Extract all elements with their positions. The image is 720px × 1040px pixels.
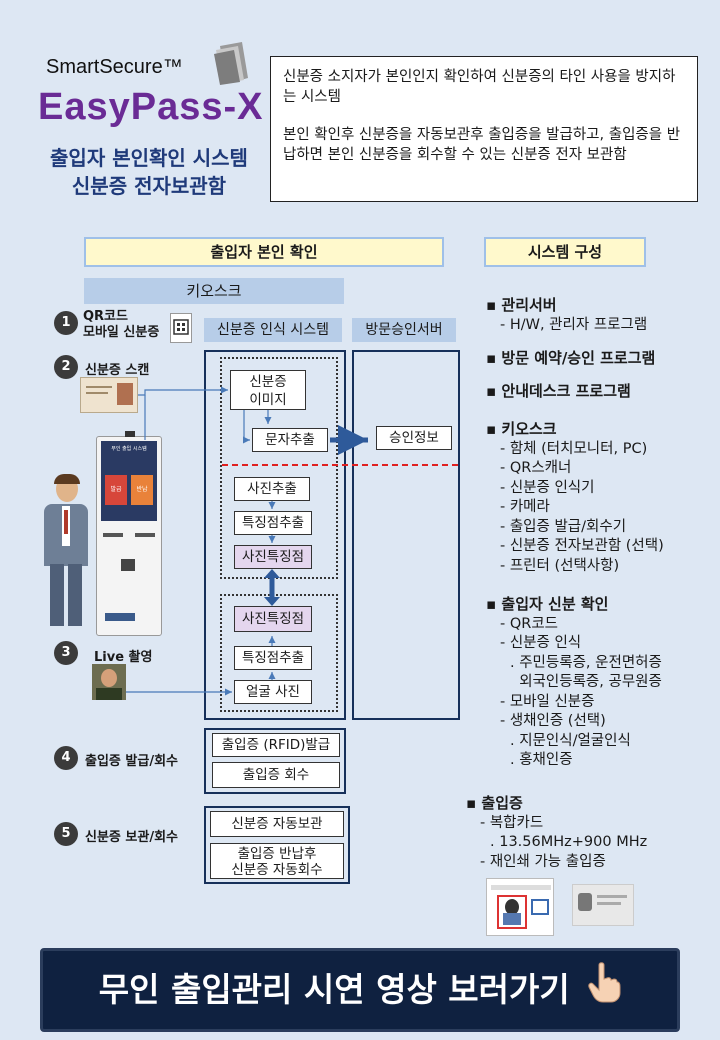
verify-item: . 홍채인증 — [510, 752, 573, 768]
verify-item: 외국인등록증, 공무원증 — [510, 674, 662, 690]
document-stack-icon — [212, 40, 252, 86]
description-para-1: 신분증 소지자가 본인인지 확인하여 신분증의 타인 사용을 방지하는 시스템 — [283, 69, 676, 105]
step-3-label: Live 촬영 — [94, 650, 153, 665]
face-photo-image — [92, 664, 126, 700]
desk-prog-label: 안내데스크 프로그램 — [501, 381, 631, 400]
kiosk-label: 키오스크 — [501, 420, 557, 438]
person-illustration — [36, 474, 100, 628]
feature-extract-box-1: 특징점추출 — [234, 511, 312, 535]
banner-text: 무인 출입관리 시연 영상 보러가기 — [98, 970, 570, 1009]
system-config-list: ▪ 관리서버 - H/W, 관리자 프로그램 ▪ 방문 예약/승인 프로그램 ▪… — [486, 296, 714, 771]
step-3-number: 3 — [54, 641, 78, 665]
step-1-line-1: QR코드 — [83, 309, 128, 324]
kiosk-heading: ▪ 키오스크 — [486, 420, 557, 438]
pass-return-box: 출입증 회수 — [212, 762, 340, 788]
approval-info-box: 승인정보 — [376, 426, 452, 450]
pass-item: - 복합카드 — [480, 814, 544, 831]
header-identity-check: 출입자 본인 확인 — [84, 237, 444, 267]
visit-server-label: 방문승인서버 — [352, 318, 456, 342]
brand-name: EasyPass-X — [38, 86, 264, 128]
step-4-label: 출입증 발급/회수 — [85, 754, 178, 769]
pass-card-image — [486, 878, 554, 936]
kiosk-return-button: 반납 — [131, 475, 153, 505]
step-5-label: 신분증 보관/회수 — [85, 830, 178, 845]
pass-issue-container — [204, 728, 346, 794]
step-2-label: 신분증 스캔 — [85, 363, 150, 378]
id-store-box: 신분증 자동보관 — [210, 811, 344, 837]
verify-heading: ▪ 출입자 신분 확인 — [486, 595, 609, 613]
qr-code-icon — [170, 313, 192, 343]
step-4-number: 4 — [54, 746, 78, 770]
feature-extract-box-2: 특징점추출 — [234, 646, 312, 670]
face-photo-box: 얼굴 사진 — [234, 680, 312, 704]
kiosk-screen-title: 무인 출입 시스템 — [111, 446, 147, 452]
verify-label: 출입자 신분 확인 — [501, 595, 609, 613]
desk-prog-heading: ▪ 안내데스크 프로그램 — [486, 381, 631, 400]
mgmt-server-hw: - H/W, 관리자 프로그램 — [500, 316, 648, 333]
id-system-label: 신분증 인식 시스템 — [204, 318, 342, 342]
photo-extract-box: 사진추출 — [234, 477, 310, 501]
pointing-hand-icon — [587, 953, 621, 1031]
pass-list: ▪ 출입증 - 복합카드 . 13.56MHz+900 MHz - 재인쇄 가능… — [466, 794, 706, 872]
visit-prog-label: 방문 예약/승인 프로그램 — [501, 349, 656, 367]
kiosk-item: - 프린터 (선택사항) — [500, 557, 620, 574]
mgmt-server-label: 관리서버 — [501, 296, 557, 314]
description-para-2: 본인 확인후 신분증을 자동보관후 출입증을 발급하고, 출입증을 반납하면 본… — [283, 127, 681, 163]
verify-item: - 모바일 신분증 — [500, 693, 595, 710]
kiosk-item: - QR스캐너 — [500, 460, 572, 476]
pass-item: - 재인쇄 가능 출입증 — [480, 853, 606, 870]
step-1-line-2: 모바일 신분증 — [83, 325, 160, 340]
verify-item: - QR코드 — [500, 615, 559, 632]
kiosk-item: - 신분증 인식기 — [500, 479, 595, 496]
kiosk-illustration: 무인 출입 시스템 발급 반납 — [96, 431, 162, 636]
visit-prog-heading: ▪ 방문 예약/승인 프로그램 — [486, 349, 656, 367]
id-store-container — [204, 806, 350, 884]
id-card-sample-image — [572, 884, 634, 926]
id-card-image — [80, 377, 138, 413]
kiosk-issue-button: 발급 — [105, 475, 127, 505]
verify-item: . 지문인식/얼굴인식 — [510, 732, 631, 749]
brand-subtitle-1: 출입자 본인확인 시스템 — [50, 146, 248, 170]
step-1-label: QR코드 모바일 신분증 — [83, 309, 159, 341]
kiosk-item: - 출입증 발급/회수기 — [500, 518, 627, 535]
description-box: 신분증 소지자가 본인인지 확인하여 신분증의 타인 사용을 방지하는 시스템 … — [270, 56, 698, 202]
face-processing-group — [220, 594, 338, 712]
brand-tm: SmartSecure™ — [46, 56, 183, 78]
ocr-box: 문자추출 — [252, 428, 328, 452]
pass-label: 출입증 — [481, 794, 523, 812]
pass-heading: ▪ 출입증 — [466, 794, 523, 812]
kiosk-item: - 신분증 전자보관함 (선택) — [500, 538, 664, 554]
kiosk-item: - 카메라 — [500, 499, 550, 515]
verify-item: . 주민등록증, 운전면허증 — [510, 654, 662, 671]
step-5-number: 5 — [54, 822, 78, 846]
brand-subtitle-2: 신분증 전자보관함 — [71, 174, 227, 198]
visit-server-container — [352, 350, 460, 720]
kiosk-item: - 함체 (터치모니터, PC) — [500, 440, 648, 457]
pass-item: . 13.56MHz+900 MHz — [490, 834, 648, 850]
mgmt-server-heading: ▪ 관리서버 — [486, 296, 557, 314]
verify-item: - 생채인증 (선택) — [500, 713, 606, 729]
photo-feature-box-2: 사진특징점 — [234, 606, 312, 632]
header-system-config: 시스템 구성 — [484, 237, 646, 267]
step-2-number: 2 — [54, 355, 78, 379]
pass-issue-box: 출입증 (RFID)발급 — [212, 733, 340, 757]
step-1-number: 1 — [54, 311, 78, 335]
id-return-box: 출입증 반납후 신분증 자동회수 — [210, 843, 344, 879]
kiosk-header: 키오스크 — [84, 278, 344, 304]
demo-video-banner[interactable]: 무인 출입관리 시연 영상 보러가기 — [40, 948, 680, 1032]
id-system-container — [204, 350, 346, 720]
photo-feature-box-1: 사진특징점 — [234, 545, 312, 569]
id-image-box: 신분증 이미지 — [230, 370, 306, 410]
kiosk-screen: 무인 출입 시스템 발급 반납 — [101, 441, 157, 521]
verify-item: - 신분증 인식 — [500, 635, 582, 651]
